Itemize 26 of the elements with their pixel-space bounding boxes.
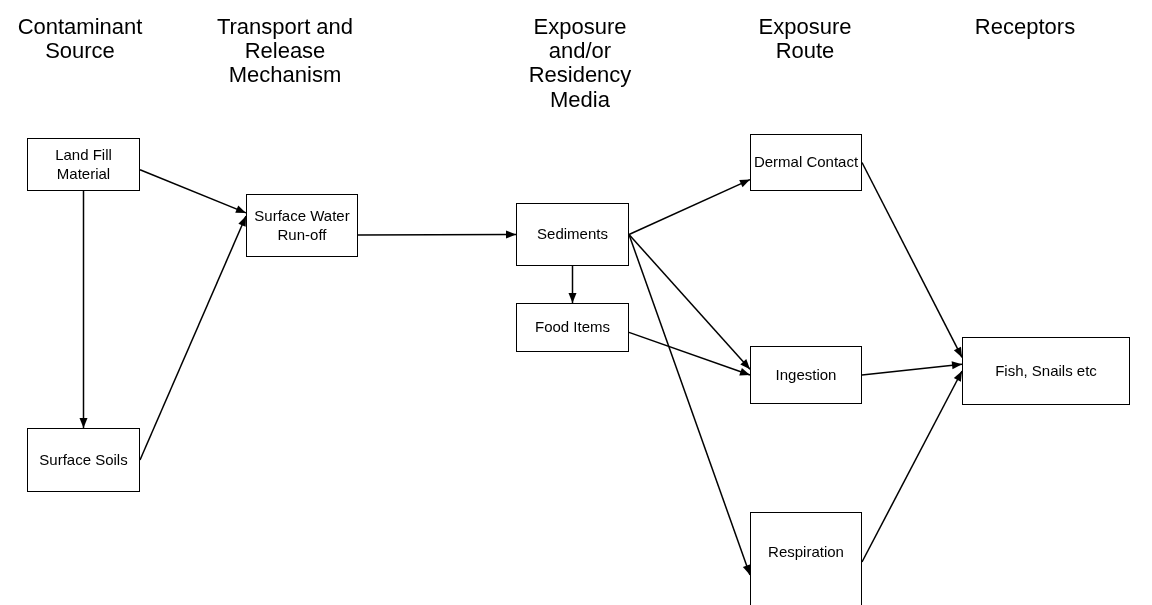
arrow xyxy=(628,331,751,376)
arrow xyxy=(139,169,247,214)
process-box: Surface Soils xyxy=(27,428,140,492)
column-heading: Exposure and/or Residency Media xyxy=(527,15,633,112)
arrow xyxy=(628,233,751,370)
arrow xyxy=(861,161,963,359)
process-box: Dermal Contact xyxy=(750,134,862,191)
arrow xyxy=(79,190,88,429)
arrow xyxy=(861,361,963,376)
arrow xyxy=(357,230,517,239)
column-heading: Contaminant Source xyxy=(16,15,144,64)
process-box: Fish, Snails etc xyxy=(962,337,1130,405)
column-heading: Exposure Route xyxy=(757,15,853,64)
arrow xyxy=(628,178,751,236)
arrow xyxy=(628,233,751,576)
column-heading: Transport and Release Mechanism xyxy=(215,15,355,88)
column-heading: Receptors xyxy=(973,15,1077,40)
arrow xyxy=(568,265,577,304)
arrow xyxy=(861,370,963,563)
process-box: Food Items xyxy=(516,303,629,352)
process-box: Ingestion xyxy=(750,346,862,404)
process-box: Surface Water Run-off xyxy=(246,194,358,257)
process-box: Land Fill Material xyxy=(27,138,140,191)
process-box: Respiration xyxy=(750,512,862,605)
arrow xyxy=(139,215,247,461)
process-box: Sediments xyxy=(516,203,629,266)
